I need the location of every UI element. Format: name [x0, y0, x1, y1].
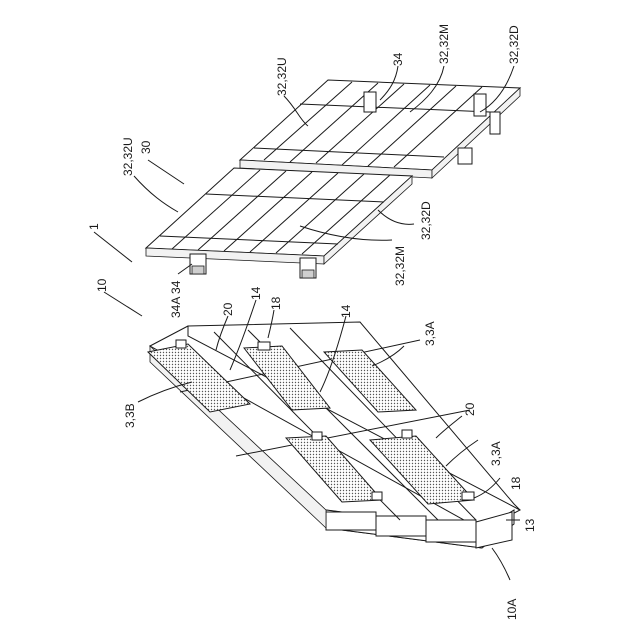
- upper-frame-assembly: [146, 80, 520, 278]
- label-3-3A-top: 3,3A: [423, 321, 437, 346]
- label-14-right: 14: [339, 304, 353, 318]
- label-3-3B: 3,3B: [123, 403, 137, 428]
- label-10A: 10A: [505, 599, 519, 620]
- label-32-32D-mid: 32,32D: [419, 201, 433, 240]
- label-32-32M-top: 32,32M: [437, 24, 451, 64]
- label-18-top: 18: [269, 296, 283, 310]
- label-20-top: 20: [221, 302, 235, 316]
- label-32-32D-top: 32,32D: [507, 25, 521, 64]
- label-14-left: 14: [249, 286, 263, 300]
- label-1: 1: [87, 223, 101, 230]
- label-30: 30: [139, 140, 153, 154]
- label-32-32U-top: 32,32U: [275, 57, 289, 96]
- label-34A-34: 34A 34: [169, 280, 183, 318]
- label-3-3A-bottom: 3,3A: [489, 441, 503, 466]
- label-32-32M-mid: 32,32M: [393, 246, 407, 286]
- label-32-32U-left: 32,32U: [121, 137, 135, 176]
- label-20-bottom: 20: [463, 402, 477, 416]
- label-18-bottom: 18: [509, 476, 523, 490]
- label-34-top: 34: [391, 52, 405, 66]
- label-13: 13: [523, 518, 537, 532]
- label-10: 10: [95, 278, 109, 292]
- upper-frame-left: [146, 168, 412, 278]
